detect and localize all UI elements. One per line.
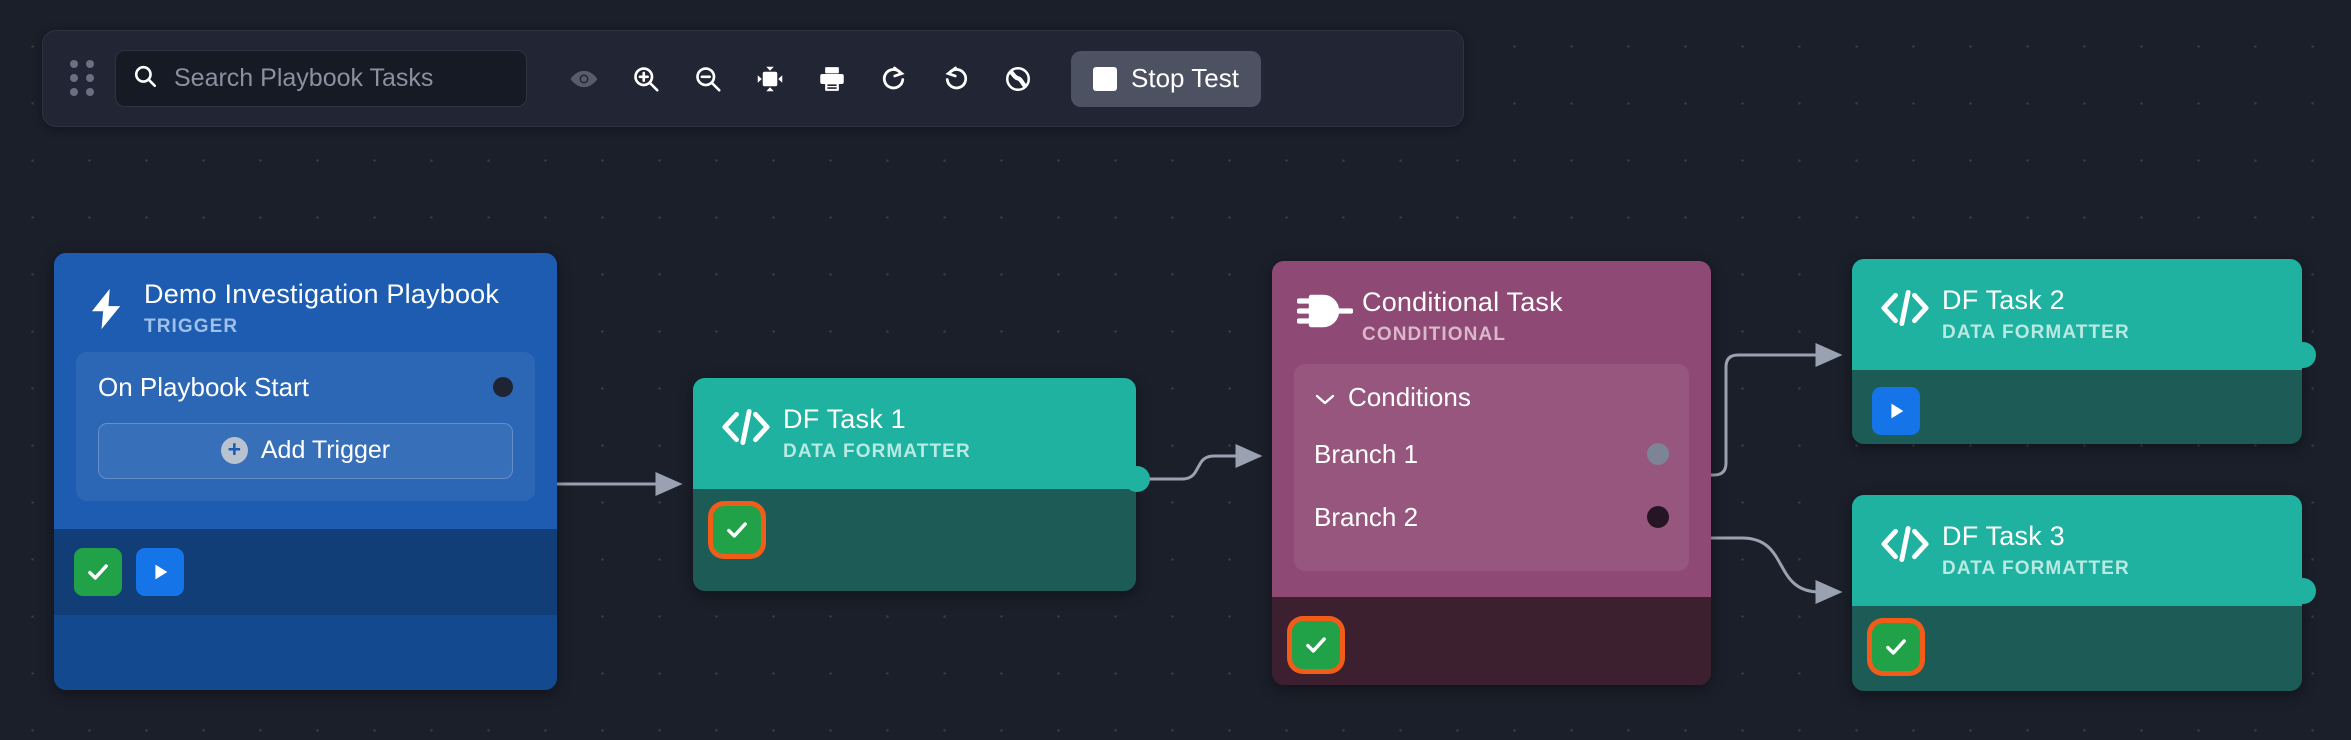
globe-icon[interactable] (987, 50, 1049, 108)
node-conditional-task[interactable]: Conditional Task CONDITIONAL Conditions … (1272, 261, 1711, 685)
node-footer (1852, 370, 2302, 444)
branch-label: Branch 1 (1314, 438, 1419, 469)
node-subtitle: DATA FORMATTER (783, 440, 971, 462)
conditions-panel: Conditions Branch 1 Branch 2 (1294, 363, 1689, 571)
conditional-body: Conditions Branch 1 Branch 2 (1272, 355, 1711, 597)
node-title: Conditional Task (1362, 287, 1563, 317)
trigger-row-label: On Playbook Start (98, 371, 309, 402)
playbook-toolbar[interactable]: Stop Test (42, 30, 1464, 127)
node-output-port[interactable] (2290, 342, 2316, 368)
node-trigger[interactable]: Demo Investigation Playbook TRIGGER On P… (54, 253, 557, 690)
node-subtitle: TRIGGER (144, 315, 239, 337)
conditions-toggle[interactable]: Conditions (1314, 382, 1669, 423)
search-icon (132, 63, 158, 94)
search-box[interactable] (115, 50, 527, 107)
code-icon (1874, 283, 1936, 327)
node-output-port[interactable] (2290, 578, 2316, 604)
node-subtitle: DATA FORMATTER (1942, 557, 2130, 579)
add-trigger-label: Add Trigger (260, 436, 391, 465)
status-check-button[interactable] (1292, 620, 1340, 669)
add-trigger-button[interactable]: + Add Trigger (98, 422, 513, 479)
status-check-button[interactable] (1872, 622, 1920, 671)
lightning-icon (76, 277, 138, 335)
search-input[interactable] (172, 63, 510, 94)
code-icon (1874, 519, 1936, 563)
node-footer (1852, 606, 2302, 688)
node-subtitle: DATA FORMATTER (1942, 321, 2130, 343)
trigger-row[interactable]: On Playbook Start (98, 372, 513, 423)
node-df-task-3[interactable]: DF Task 3 DATA FORMATTER (1852, 495, 2302, 691)
preview-icon[interactable] (553, 50, 615, 108)
node-title: DF Task 2 (1942, 285, 2065, 315)
node-title: DF Task 1 (783, 404, 906, 434)
branch-row[interactable]: Branch 2 (1314, 486, 1669, 549)
node-footer (693, 489, 1136, 571)
node-header: Demo Investigation Playbook TRIGGER (54, 253, 557, 346)
zoom-out-icon[interactable] (677, 50, 739, 108)
trigger-output-port[interactable] (493, 377, 513, 398)
trigger-body: On Playbook Start + Add Trigger (54, 345, 557, 529)
branch-label: Branch 2 (1314, 501, 1419, 532)
node-df-task-1[interactable]: DF Task 1 DATA FORMATTER (693, 378, 1136, 591)
stop-test-label: Stop Test (1131, 63, 1239, 93)
toolbar-buttons (553, 50, 1049, 108)
plus-icon: + (220, 437, 248, 465)
node-header: DF Task 1 DATA FORMATTER (693, 378, 1136, 489)
run-play-button[interactable] (1872, 386, 1920, 435)
drag-handle-icon[interactable] (65, 59, 99, 99)
undo-icon[interactable] (925, 50, 987, 108)
node-df-task-2[interactable]: DF Task 2 DATA FORMATTER (1852, 259, 2302, 444)
status-check-button[interactable] (713, 505, 761, 554)
node-title: DF Task 3 (1942, 521, 2065, 551)
node-output-port[interactable] (1124, 466, 1150, 492)
stop-square-icon (1093, 66, 1117, 91)
node-footer (54, 528, 557, 615)
conditions-label: Conditions (1348, 381, 1471, 412)
branch-row[interactable]: Branch 1 (1314, 423, 1669, 486)
node-header: Conditional Task CONDITIONAL (1272, 261, 1711, 356)
branch-output-port[interactable] (1647, 443, 1669, 466)
node-header: DF Task 3 DATA FORMATTER (1852, 495, 2302, 606)
fit-to-screen-icon[interactable] (739, 50, 801, 108)
node-title: Demo Investigation Playbook (144, 279, 500, 309)
redo-icon[interactable] (863, 50, 925, 108)
stop-test-button[interactable]: Stop Test (1071, 50, 1261, 107)
node-header: DF Task 2 DATA FORMATTER (1852, 259, 2302, 370)
node-subtitle: CONDITIONAL (1362, 323, 1507, 345)
status-check-button[interactable] (74, 547, 122, 596)
zoom-in-icon[interactable] (615, 50, 677, 108)
run-play-button[interactable] (136, 547, 184, 596)
chevron-down-icon (1314, 382, 1336, 413)
node-footer (1272, 596, 1711, 685)
branch-output-port[interactable] (1647, 506, 1669, 529)
code-icon (715, 402, 777, 446)
logic-gate-icon (1294, 285, 1356, 331)
trigger-panel: On Playbook Start + Add Trigger (76, 351, 535, 501)
print-icon[interactable] (801, 50, 863, 108)
